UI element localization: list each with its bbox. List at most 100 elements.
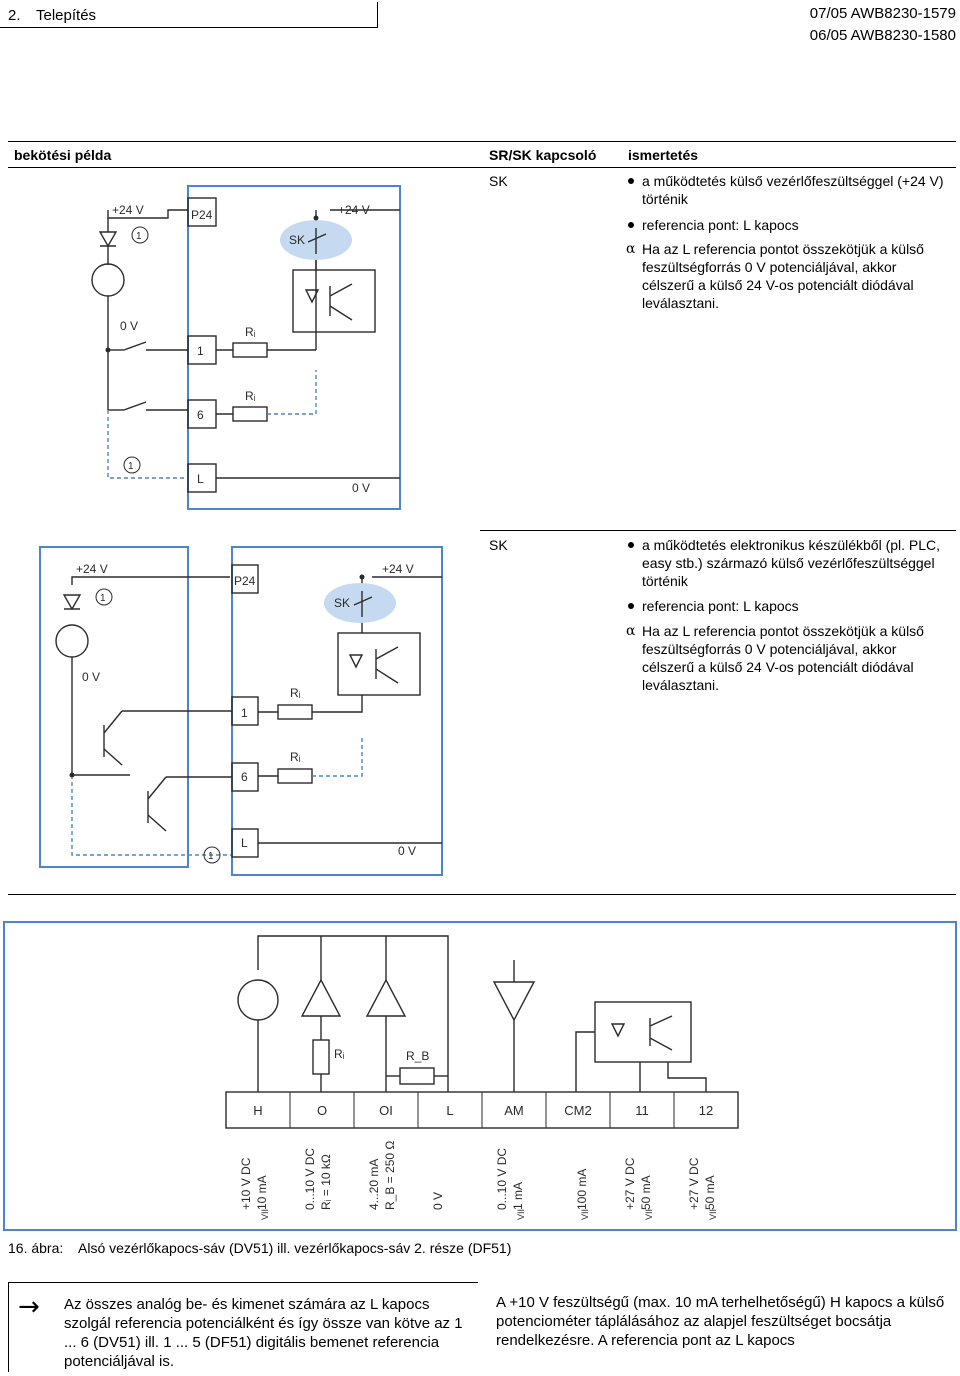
- label-plus24-right: +24 V: [338, 203, 370, 217]
- label-p24: P24: [191, 208, 213, 222]
- terminal-6: [231, 762, 259, 792]
- header-rule: [0, 27, 378, 28]
- label-plus24-left: +24 V: [76, 562, 108, 576]
- marker-circle: [95, 588, 113, 606]
- resistor-icon: [232, 406, 268, 422]
- terminal-am: AM: [504, 1103, 524, 1118]
- wire: [375, 646, 399, 660]
- wire: [329, 283, 353, 297]
- alpha-icon: α: [626, 241, 636, 257]
- dashed-wire: [107, 410, 188, 479]
- junction-dot: [105, 347, 111, 353]
- label-0v-bottom: 0 V: [398, 844, 416, 858]
- bullet-dot: [628, 222, 634, 228]
- spec-o-1: 0...10 V DC: [303, 1148, 317, 1210]
- doc-ref-1: 07/05 AWB8230-1579: [809, 5, 956, 22]
- led-icon: [348, 654, 364, 669]
- header-rule-tick: [377, 2, 378, 28]
- figure-number: 16. ábra:: [8, 1240, 64, 1256]
- optocoupler-icon: [292, 269, 376, 333]
- junction-dot: [69, 772, 75, 778]
- spec-11-1: +27 V DC: [623, 1157, 637, 1210]
- label-terminal-6: 6: [241, 770, 248, 784]
- label-ri: Rᵢ: [245, 389, 256, 403]
- voltage-source-icon: [91, 263, 125, 297]
- label-sk: SK: [289, 233, 305, 247]
- label-sk: SK: [334, 596, 350, 610]
- col-description: ismertetés: [628, 147, 699, 163]
- label-ri: Rᵢ: [245, 325, 256, 339]
- voltage-source-icon: [55, 624, 89, 658]
- vi-mark: VII: [516, 1209, 526, 1220]
- terminal-h: H: [253, 1103, 262, 1118]
- label-p24: P24: [234, 574, 256, 588]
- resistor-icon: [312, 1039, 330, 1075]
- terminal-strip-diagram: H O OI L AM CM2 11 12 +10 V DC 10 mA 0..…: [3, 921, 957, 1231]
- table-top-rule: [8, 141, 956, 142]
- vi-mark: VII: [580, 1209, 590, 1220]
- wire: [103, 748, 123, 766]
- row2-bullet-1: a működtetés elektronikus készülékből (p…: [628, 536, 946, 590]
- label-0v-left: 0 V: [120, 319, 138, 333]
- row1-note: α Ha az L referencia pontot összekötjük …: [626, 241, 924, 311]
- label-terminal-1: 1: [197, 344, 204, 358]
- row1-rule: [480, 530, 956, 531]
- terminal-dividers: [289, 1092, 675, 1128]
- spec-l-1: 0 V: [431, 1192, 445, 1210]
- vi-mark: VII: [260, 1209, 270, 1220]
- row2-bullet-2: referencia pont: L kapocs: [628, 597, 946, 615]
- terminal-cm2: CM2: [564, 1103, 591, 1118]
- marker-label: 1: [100, 593, 106, 604]
- col-switch: SR/SK kapcsoló: [489, 147, 597, 163]
- footer-right-text: A +10 V feszültségű (max. 10 mA terhelhe…: [496, 1294, 945, 1349]
- marker-label: 1: [128, 461, 134, 472]
- optocoupler-icon: [594, 1001, 692, 1063]
- marker-label: 1: [208, 851, 214, 862]
- row2-rule: [8, 894, 956, 895]
- section-title: Telepítés: [36, 7, 97, 24]
- marker-label: 1: [136, 231, 142, 242]
- terminal-labels: H O OI L AM CM2 11 12: [253, 1103, 713, 1118]
- wire: [147, 776, 167, 800]
- spec-am-2: 1 mA: [511, 1182, 525, 1210]
- figure-caption: Alsó vezérlőkapocs-sáv (DV51) ill. vezér…: [78, 1240, 512, 1256]
- terminal-1: [231, 696, 259, 726]
- spec-h-1: +10 V DC: [239, 1157, 253, 1210]
- led-icon: [304, 289, 320, 304]
- resistor-icon: [399, 1067, 435, 1085]
- label-0v-left: 0 V: [82, 670, 100, 684]
- terminal-p24: [187, 197, 217, 227]
- wire: [649, 1037, 673, 1051]
- terminal-o: O: [317, 1103, 327, 1118]
- label-plus24-left: +24 V: [112, 203, 144, 217]
- marker-circle: [131, 226, 149, 244]
- section-number: 2.: [8, 7, 21, 24]
- junction-dot: [313, 215, 319, 221]
- label-ri: Rᵢ: [290, 686, 301, 700]
- wire: [312, 695, 363, 713]
- row1-bullet-2: referencia pont: L kapocs: [628, 216, 946, 234]
- spec-oi-1: 4...20 mA: [367, 1159, 381, 1210]
- label-terminal-1: 1: [241, 706, 248, 720]
- spec-h-2: 10 mA: [255, 1175, 269, 1210]
- row2-note: α Ha az L referencia pontot összekötjük …: [626, 623, 924, 693]
- dashed-wire: [267, 370, 317, 415]
- diagram-frame: [3, 921, 957, 1231]
- spec-oi-2: R_B = 250 Ω: [383, 1141, 397, 1210]
- resistor-icon: [232, 342, 268, 358]
- label-0v-bottom: 0 V: [352, 481, 370, 495]
- wire: [375, 668, 399, 684]
- vi-mark: VII: [708, 1209, 718, 1220]
- row1-switch: SK: [489, 173, 508, 189]
- switch-icon: [123, 341, 147, 351]
- junction-dot: [359, 574, 365, 580]
- alpha-icon: α: [626, 623, 636, 639]
- marker-circle: [123, 456, 141, 474]
- resistor-icon: [277, 704, 313, 720]
- wire: [575, 1031, 595, 1092]
- terminal-12: 12: [699, 1103, 713, 1118]
- sk-switch-icon: [353, 596, 373, 606]
- resistor-icon: [277, 768, 313, 784]
- terminal-l: L: [446, 1103, 453, 1118]
- wiring-diagram-1: +24 V P24 +24 V SK 0 V 1 6 L Rᵢ Rᵢ 0 V 1…: [91, 185, 401, 510]
